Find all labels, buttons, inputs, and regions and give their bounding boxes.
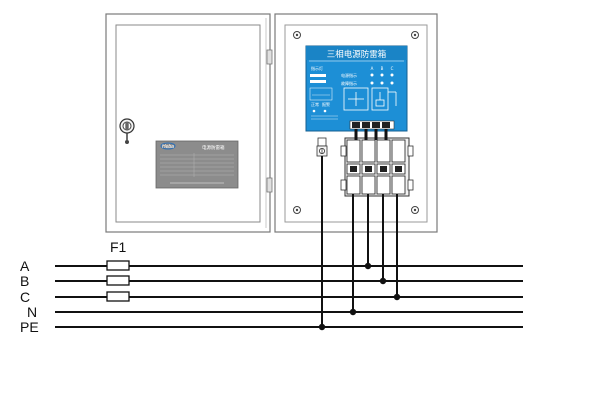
fuse-c bbox=[106, 291, 130, 302]
indicator-led bbox=[390, 81, 394, 85]
spd-drop-wires bbox=[321, 156, 398, 327]
phase-label-a: A bbox=[371, 66, 374, 71]
nameplate-title: 电源防雷箱 bbox=[202, 144, 225, 151]
fuse-b bbox=[106, 275, 130, 286]
line-label-b: B bbox=[20, 273, 29, 289]
small-text-normal: 正常 bbox=[311, 101, 319, 107]
phase-label-c: C bbox=[391, 66, 394, 71]
panel-white-bar bbox=[310, 74, 326, 77]
fuse-group: F1 bbox=[106, 239, 130, 302]
indicator-led bbox=[380, 73, 384, 77]
mounting-screw-icon bbox=[293, 31, 419, 214]
spd-pole bbox=[346, 175, 361, 195]
junction-dot bbox=[349, 308, 357, 316]
row-label-fault: 故障指示 bbox=[341, 80, 357, 86]
junction-dot bbox=[318, 323, 326, 331]
door-lock-icon[interactable] bbox=[119, 118, 135, 144]
junction-dots bbox=[318, 262, 401, 331]
spd-pole bbox=[361, 175, 376, 195]
terminal-block bbox=[352, 122, 390, 128]
spd-panel-title: 三相电源防雷箱 bbox=[327, 49, 387, 60]
indicator-led bbox=[390, 73, 394, 77]
panel-schematic bbox=[343, 87, 397, 111]
spd-pole bbox=[376, 175, 391, 195]
panel-to-spd-wires bbox=[354, 129, 388, 140]
small-text-alarm: 报警 bbox=[322, 101, 330, 107]
product-nameplate: Heba 电源防雷箱 bbox=[155, 140, 239, 189]
spd-pole bbox=[376, 139, 391, 163]
junction-dot bbox=[393, 293, 401, 301]
cabinet-left-door bbox=[105, 13, 273, 233]
indicator-led bbox=[370, 73, 374, 77]
nameplate-spec-lines bbox=[160, 153, 234, 177]
spd-pole bbox=[391, 175, 406, 195]
phase-label-b: B bbox=[381, 66, 384, 71]
spd-pole bbox=[391, 139, 406, 163]
fuse-label: F1 bbox=[110, 239, 127, 255]
line-label-pe: PE bbox=[20, 319, 39, 335]
power-lines: A B C N PE bbox=[20, 258, 523, 335]
line-label-a: A bbox=[20, 258, 30, 274]
spd-pole bbox=[361, 139, 376, 163]
hinge-bottom bbox=[266, 177, 273, 193]
panel-white-bar bbox=[310, 80, 326, 83]
line-label-c: C bbox=[20, 289, 30, 305]
spd-module bbox=[340, 137, 414, 197]
indicator-led bbox=[380, 81, 384, 85]
indicator-led bbox=[370, 81, 374, 85]
brand-name: Heba bbox=[162, 144, 174, 150]
junction-dot bbox=[379, 277, 387, 285]
indicator-label: 指示灯 bbox=[311, 65, 323, 71]
junction-dot bbox=[364, 262, 372, 270]
spd-front-panel: 三相电源防雷箱 指示灯 电源指示 故障指示 A B C 正常 报警 bbox=[305, 45, 408, 132]
spd-status-window bbox=[350, 166, 402, 172]
line-label-n: N bbox=[27, 304, 37, 320]
ground-terminal-icon bbox=[316, 137, 328, 157]
row-label-power: 电源指示 bbox=[341, 72, 357, 78]
brand-logo: Heba bbox=[160, 142, 176, 150]
spd-pole bbox=[346, 139, 361, 163]
hinge-top bbox=[266, 49, 273, 65]
fuse-a bbox=[106, 260, 130, 271]
